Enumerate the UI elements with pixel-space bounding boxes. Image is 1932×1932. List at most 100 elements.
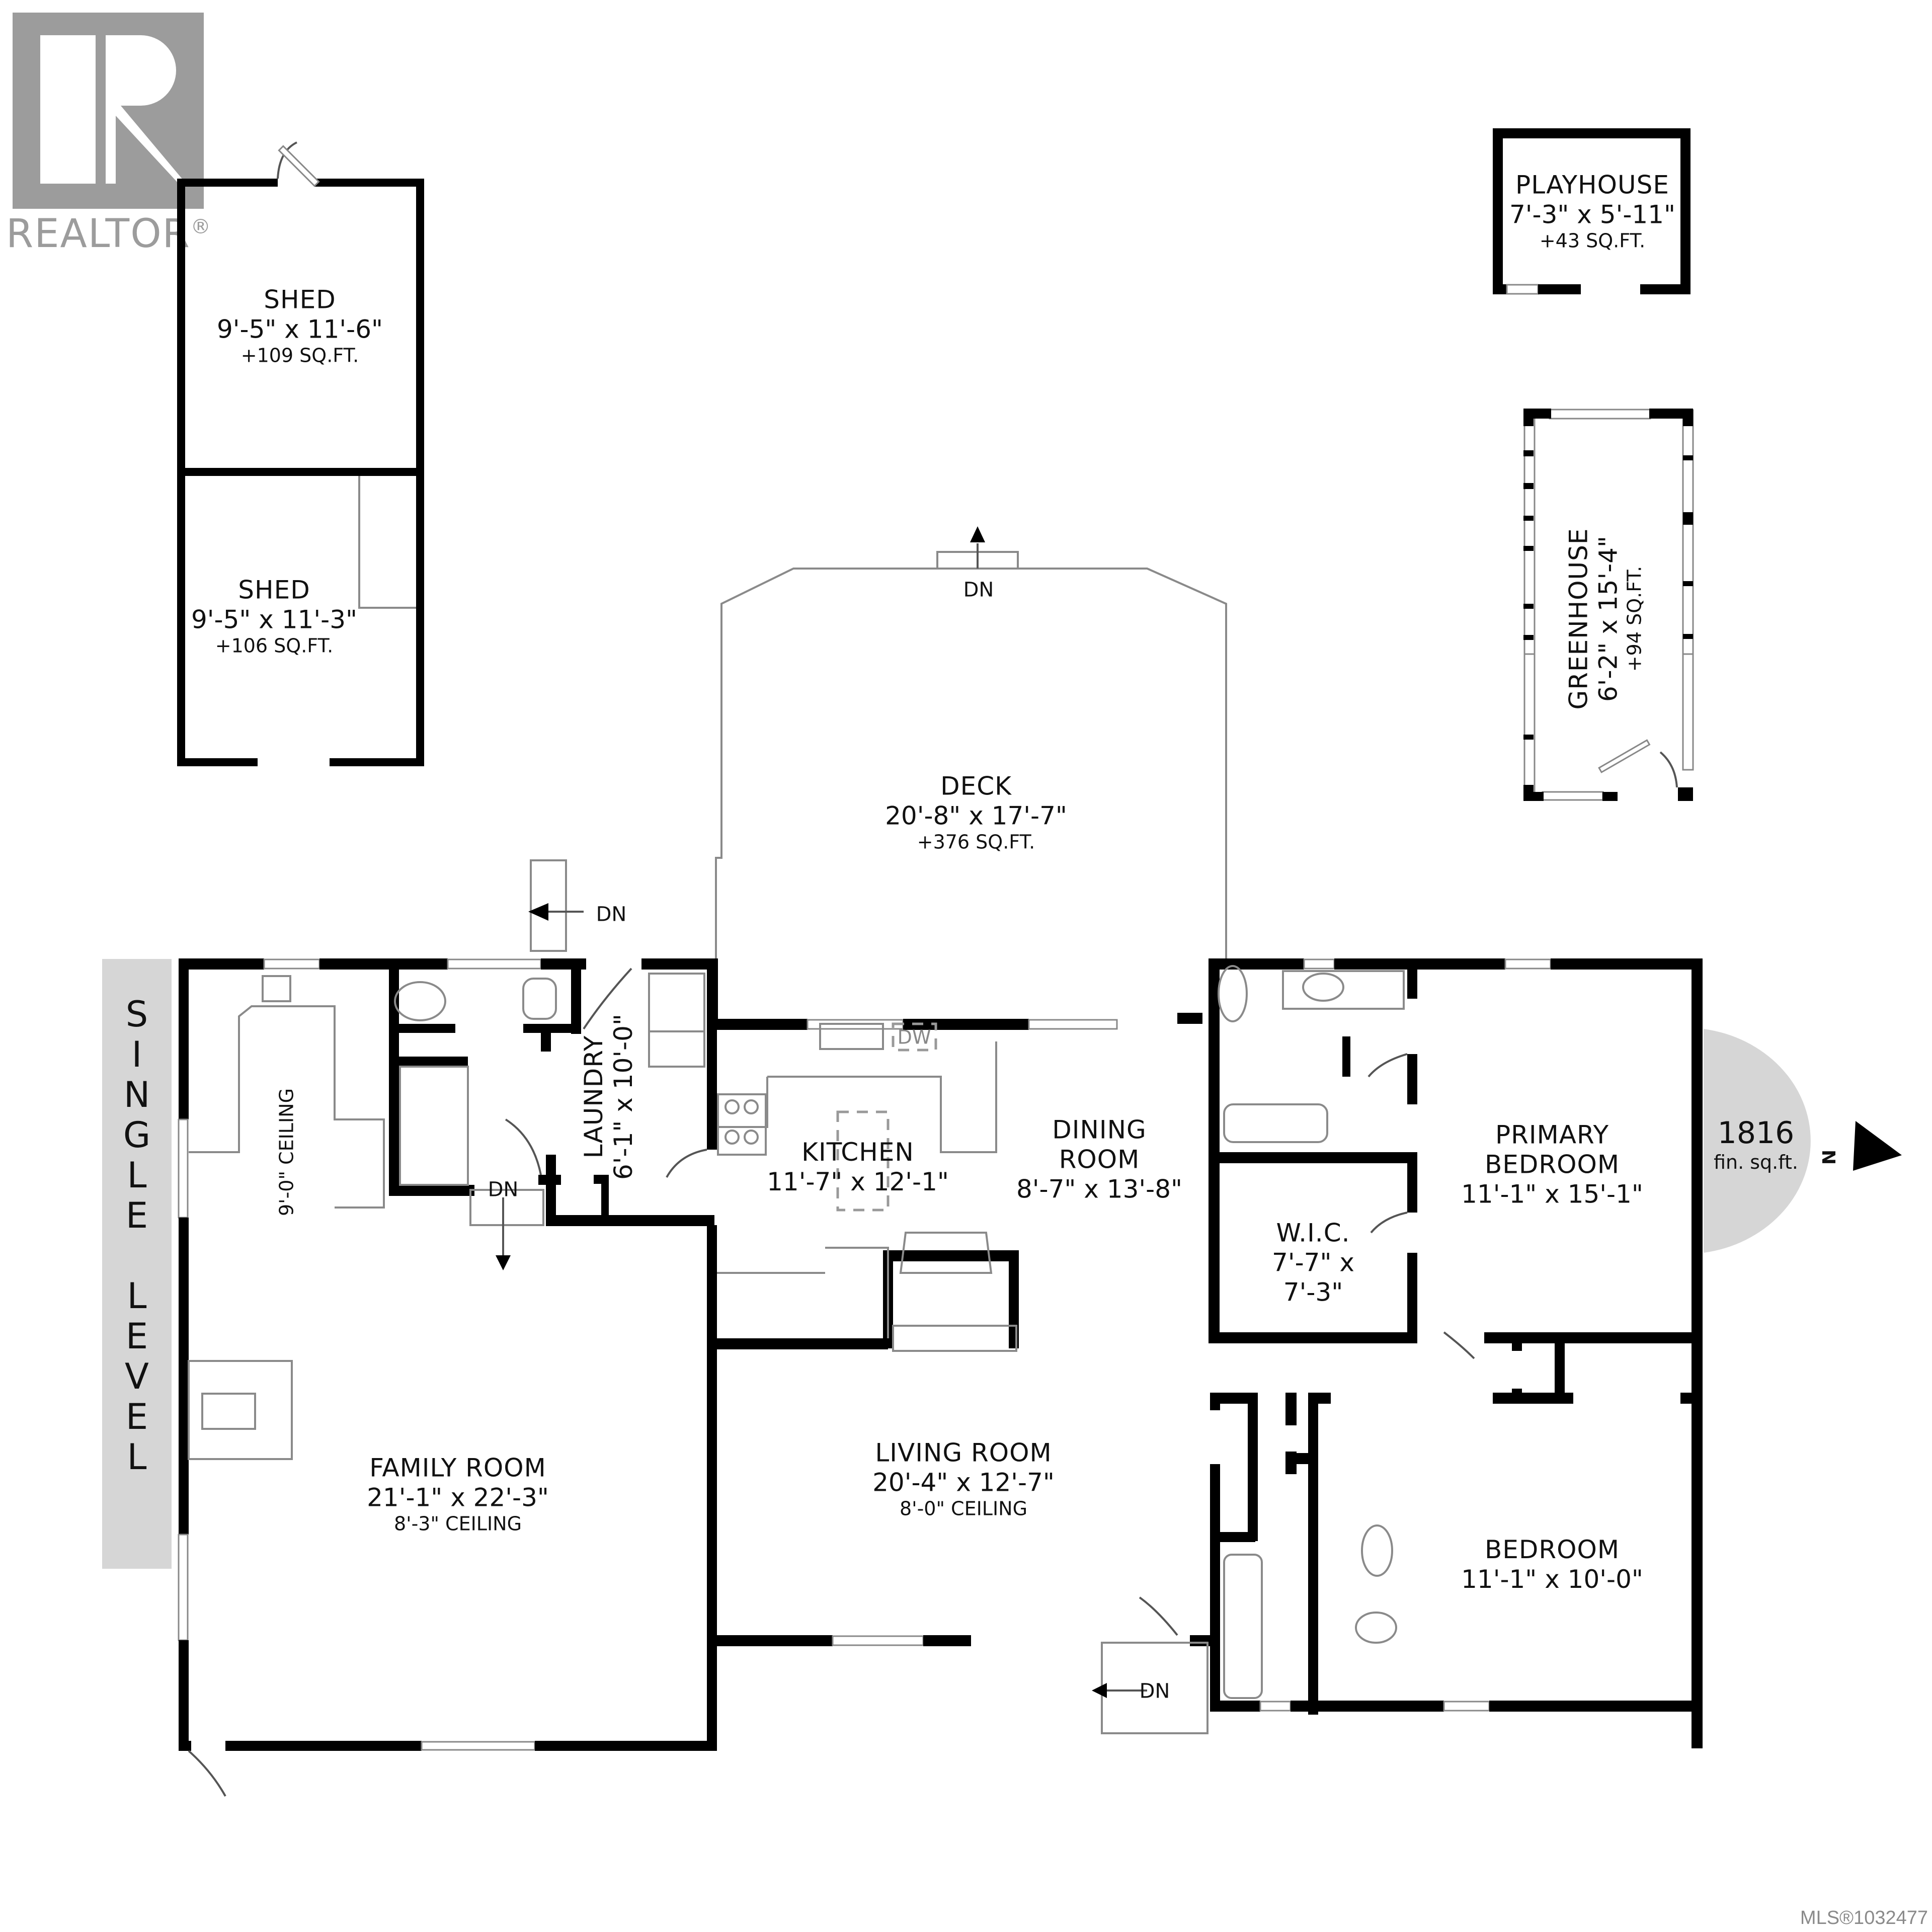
deck-label: DECK 20'-8" x 17'-7" +376 SQ.FT. [885, 772, 1067, 854]
room-name: LAUNDRY [579, 1035, 608, 1159]
shed-lower-label: SHED 9'-5" x 11'-3" +106 SQ.FT. [191, 576, 357, 658]
door-swing-icon [1370, 1212, 1408, 1234]
room-ceiling: 8'-3" CEILING [393, 1512, 522, 1535]
sink-icon [1361, 1524, 1393, 1577]
door-swing-icon [666, 1149, 707, 1178]
room-dims: 6'-2" x 15'-4" [1593, 535, 1623, 702]
room-name: PLAYHOUSE [1515, 170, 1669, 200]
playhouse-structure [1493, 128, 1691, 295]
door-swing-icon [188, 1750, 226, 1797]
door-icon [278, 145, 320, 187]
room-ceiling: 9'-0" CEILING [275, 1088, 298, 1217]
window-icon [1506, 284, 1539, 295]
playhouse-label: PLAYHOUSE 7'-3" x 5'-11" +43 SQ.FT. [1509, 171, 1675, 253]
north-arrow-icon [1853, 1121, 1902, 1171]
room-dims: 8'-7" x 13'-8" [1016, 1174, 1183, 1204]
room-dims: 6'-1" x 10'-0" [609, 1013, 638, 1180]
stairs-down-label: DN [488, 1178, 519, 1201]
door-swing-icon [1367, 1053, 1408, 1078]
room-dims: 11'-7" x 12'-1" [767, 1167, 949, 1196]
shed-structure [177, 141, 424, 766]
fireplace-icon [899, 1232, 993, 1274]
room-name: BEDROOM [1484, 1535, 1620, 1564]
mls-number: MLS®1032477 [1800, 1907, 1928, 1928]
finished-area-label: 1816 fin. sq.ft. [1714, 1115, 1798, 1174]
stairs-down-label: DN [1139, 1679, 1170, 1703]
stair-arrow-up-icon [970, 526, 985, 542]
banner-letter: L [127, 1155, 147, 1196]
stair-arrow-down-icon [496, 1255, 511, 1270]
room-name: W.I.C. [1276, 1218, 1350, 1248]
kitchen-sink-icon [819, 1023, 884, 1050]
banner-letter: I [131, 1034, 142, 1075]
dryer-icon [648, 1030, 705, 1068]
room-name: DECK [940, 771, 1012, 801]
registered-mark: ® [190, 215, 212, 238]
realtor-r-icon [40, 35, 186, 184]
woodstove-icon [201, 1393, 256, 1430]
toilet-icon [1218, 965, 1248, 1022]
banner-letter: N [123, 1074, 150, 1115]
shed-upper-label: SHED 9'-5" x 11'-6" +109 SQ.FT. [217, 285, 383, 367]
room-area: +376 SQ.FT. [917, 831, 1035, 853]
laundry-label: LAUNDRY 6'-1" x 10'-0" [579, 1014, 638, 1180]
sqft-badge [1704, 1029, 1902, 1253]
door-icon [1598, 739, 1651, 773]
realtor-brand-text: REALTOR [6, 211, 191, 257]
sink-icon [262, 975, 291, 1002]
stair-arrow-left-icon [528, 903, 548, 921]
bathtub-icon [1223, 1103, 1328, 1143]
room-name: DINING [1052, 1115, 1147, 1145]
room-dims: 11'-1" x 10'-0" [1461, 1565, 1643, 1594]
kitchen-label: KITCHEN 11'-7" x 12'-1" [767, 1138, 949, 1197]
room-dims: 9'-5" x 11'-3" [191, 605, 358, 634]
banner-letter: E [125, 1396, 148, 1437]
banner-letter: L [127, 1275, 147, 1317]
stairs-down-label: DN [596, 903, 627, 926]
fixtures [188, 965, 1475, 1797]
room-ceiling: 8'-0" CEILING [899, 1497, 1028, 1520]
room-dims: 20'-4" x 12'-7" [872, 1468, 1055, 1497]
door-swing-icon [1659, 751, 1678, 788]
dishwasher-icon [892, 1022, 937, 1052]
room-area: +109 SQ.FT. [240, 344, 359, 367]
room-name: KITCHEN [801, 1138, 914, 1167]
room-name: SHED [238, 575, 310, 605]
island-outline [836, 1110, 890, 1212]
stair-arrow-left-icon [1092, 1683, 1107, 1698]
bedroom-label: BEDROOM 11'-1" x 10'-0" [1461, 1535, 1643, 1594]
toilet-icon [394, 981, 446, 1021]
banner-letter: L [127, 1436, 147, 1478]
realtor-wordmark: REALTOR® [6, 211, 212, 257]
door-swing-icon [505, 1118, 542, 1175]
room-name: ROOM [1059, 1145, 1140, 1174]
level-banner: S I N G L E L E V E L [102, 959, 172, 1569]
living-room-label: LIVING ROOM 20'-4" x 12'-7" 8'-0" CEILIN… [872, 1438, 1055, 1520]
primary-bedroom-label: PRIMARY BEDROOM 11'-1" x 15'-1" [1461, 1120, 1643, 1210]
door-swing-icon [1139, 1596, 1178, 1636]
room-name: BEDROOM [1484, 1150, 1620, 1179]
room-name: LIVING ROOM [875, 1438, 1052, 1468]
sink-icon [522, 978, 557, 1020]
deck-outline [528, 526, 1227, 961]
finished-area-unit: fin. sq.ft. [1714, 1151, 1798, 1173]
room-dims: 11'-1" x 15'-1" [1461, 1179, 1643, 1209]
room-area: +106 SQ.FT. [215, 634, 334, 657]
bathtub-icon [1223, 1554, 1263, 1699]
stove-icon [717, 1093, 767, 1156]
room-dims: 7'-7" x [1272, 1248, 1354, 1277]
banner-letter: E [125, 1195, 148, 1236]
washer-icon [648, 973, 705, 1032]
vanity-icon [1282, 970, 1405, 1010]
house-walls [178, 958, 1703, 1751]
door-swing-icon [1443, 1331, 1475, 1359]
north-label: N [1819, 1149, 1840, 1165]
banner-letter: E [125, 1316, 148, 1357]
banner-letter: G [123, 1114, 151, 1156]
wic-label: W.I.C. 7'-7" x 7'-3" [1272, 1219, 1354, 1308]
fridge-outline [717, 1247, 889, 1338]
room-dims: 7'-3" x 5'-11" [1509, 200, 1676, 229]
room-dims: 9'-5" x 11'-6" [216, 314, 383, 344]
room-name: SHED [264, 285, 336, 314]
